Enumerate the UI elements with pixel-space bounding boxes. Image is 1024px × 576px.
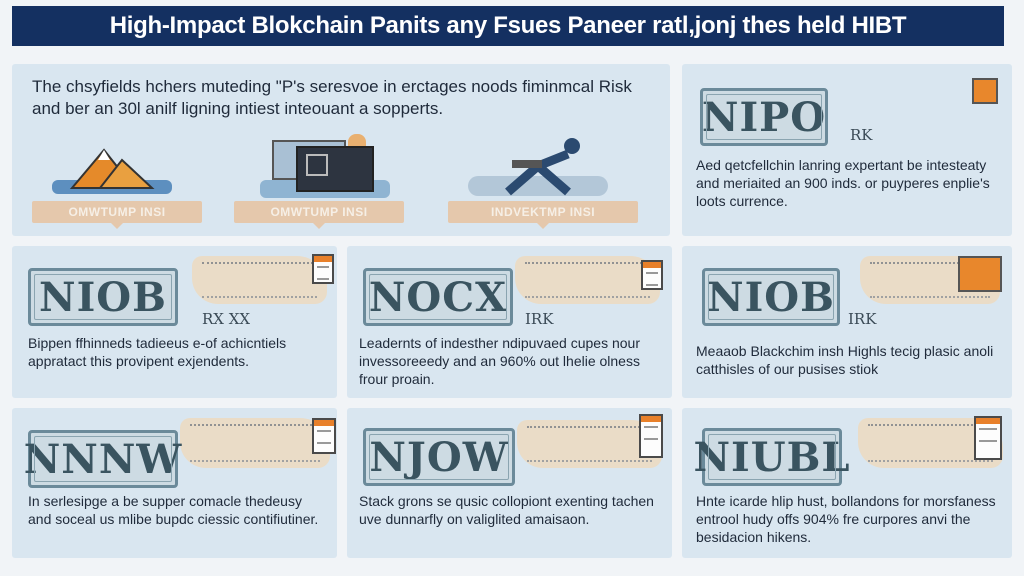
devices-illustration	[260, 134, 400, 198]
stamp-label: NIOB	[28, 268, 178, 326]
stamp-label: NIOB	[702, 268, 840, 326]
info-card-1: NIPO RK Aed qetcfellchin lanring experta…	[682, 64, 1012, 236]
info-card-6: NJOW Stack grons se qusic collopiont exe…	[347, 408, 672, 558]
map-decoration	[517, 420, 662, 468]
code-label: RK	[850, 126, 873, 144]
tower-icon	[639, 414, 663, 458]
coin-icon	[974, 416, 1002, 460]
card-text: Hnte icarde hlip hust, bollandons for mo…	[696, 493, 996, 545]
intro-banner-2: OMWTUMP INSI	[234, 201, 404, 229]
code-label: IRK	[525, 310, 554, 328]
card-text: Leadernts of indesther ndipuvaed cupes n…	[359, 335, 640, 387]
info-card-2: NIOB RX XX Bippen ffhinneds tadieeus e-o…	[12, 246, 337, 398]
map-decoration	[192, 256, 327, 304]
stamp-label: NJOW	[363, 428, 515, 486]
map-decoration	[180, 418, 330, 468]
map-decoration	[515, 256, 660, 304]
person-illustration	[468, 132, 618, 198]
card-text: Stack grons se qusic collopiont exenting…	[359, 493, 654, 527]
stamp-label: NIPO	[700, 88, 828, 146]
intro-banner-3: INDVEKTMP INSI	[448, 201, 638, 229]
stamp-label: NOCX	[363, 268, 513, 326]
info-card-7: NIUBL Hnte icarde hlip hust, bollandons …	[682, 408, 1012, 558]
info-card-5: NNNW In serlesipge a be supper comacle t…	[12, 408, 337, 558]
intro-text: The chsyfields hchers muteding "P's sere…	[32, 77, 632, 118]
info-card-4: NIOB IRK Meaaob Blackchim insh Highls te…	[682, 246, 1012, 398]
document-icon	[312, 254, 334, 284]
intro-banner-1: OMWTUMP INSI	[32, 201, 202, 229]
card-text: Aed qetcfellchin lanring expertant be in…	[696, 157, 990, 209]
document-icon	[312, 418, 336, 454]
info-card-3: NOCX IRK Leadernts of indesther ndipuvae…	[347, 246, 672, 398]
stamp-label: NNNW	[24, 430, 181, 488]
page-title: High-Impact Blokchain Panits any Fsues P…	[12, 6, 1004, 46]
card-text: In serlesipge a be supper comacle thedeu…	[28, 493, 319, 527]
code-label: RX XX	[202, 310, 251, 328]
code-label: IRK	[848, 310, 877, 328]
card-text: Meaaob Blackchim insh Highls tecig plasi…	[696, 343, 994, 377]
mountain-illustration	[42, 138, 182, 198]
card-text: Bippen ffhinneds tadieeus e-of achicntie…	[28, 335, 287, 369]
intro-panel: The chsyfields hchers muteding "P's sere…	[12, 64, 670, 236]
document-icon	[641, 260, 663, 290]
chart-icon	[972, 78, 998, 104]
stamp-label: NIUBL	[693, 428, 850, 486]
calculator-icon	[958, 256, 1002, 292]
